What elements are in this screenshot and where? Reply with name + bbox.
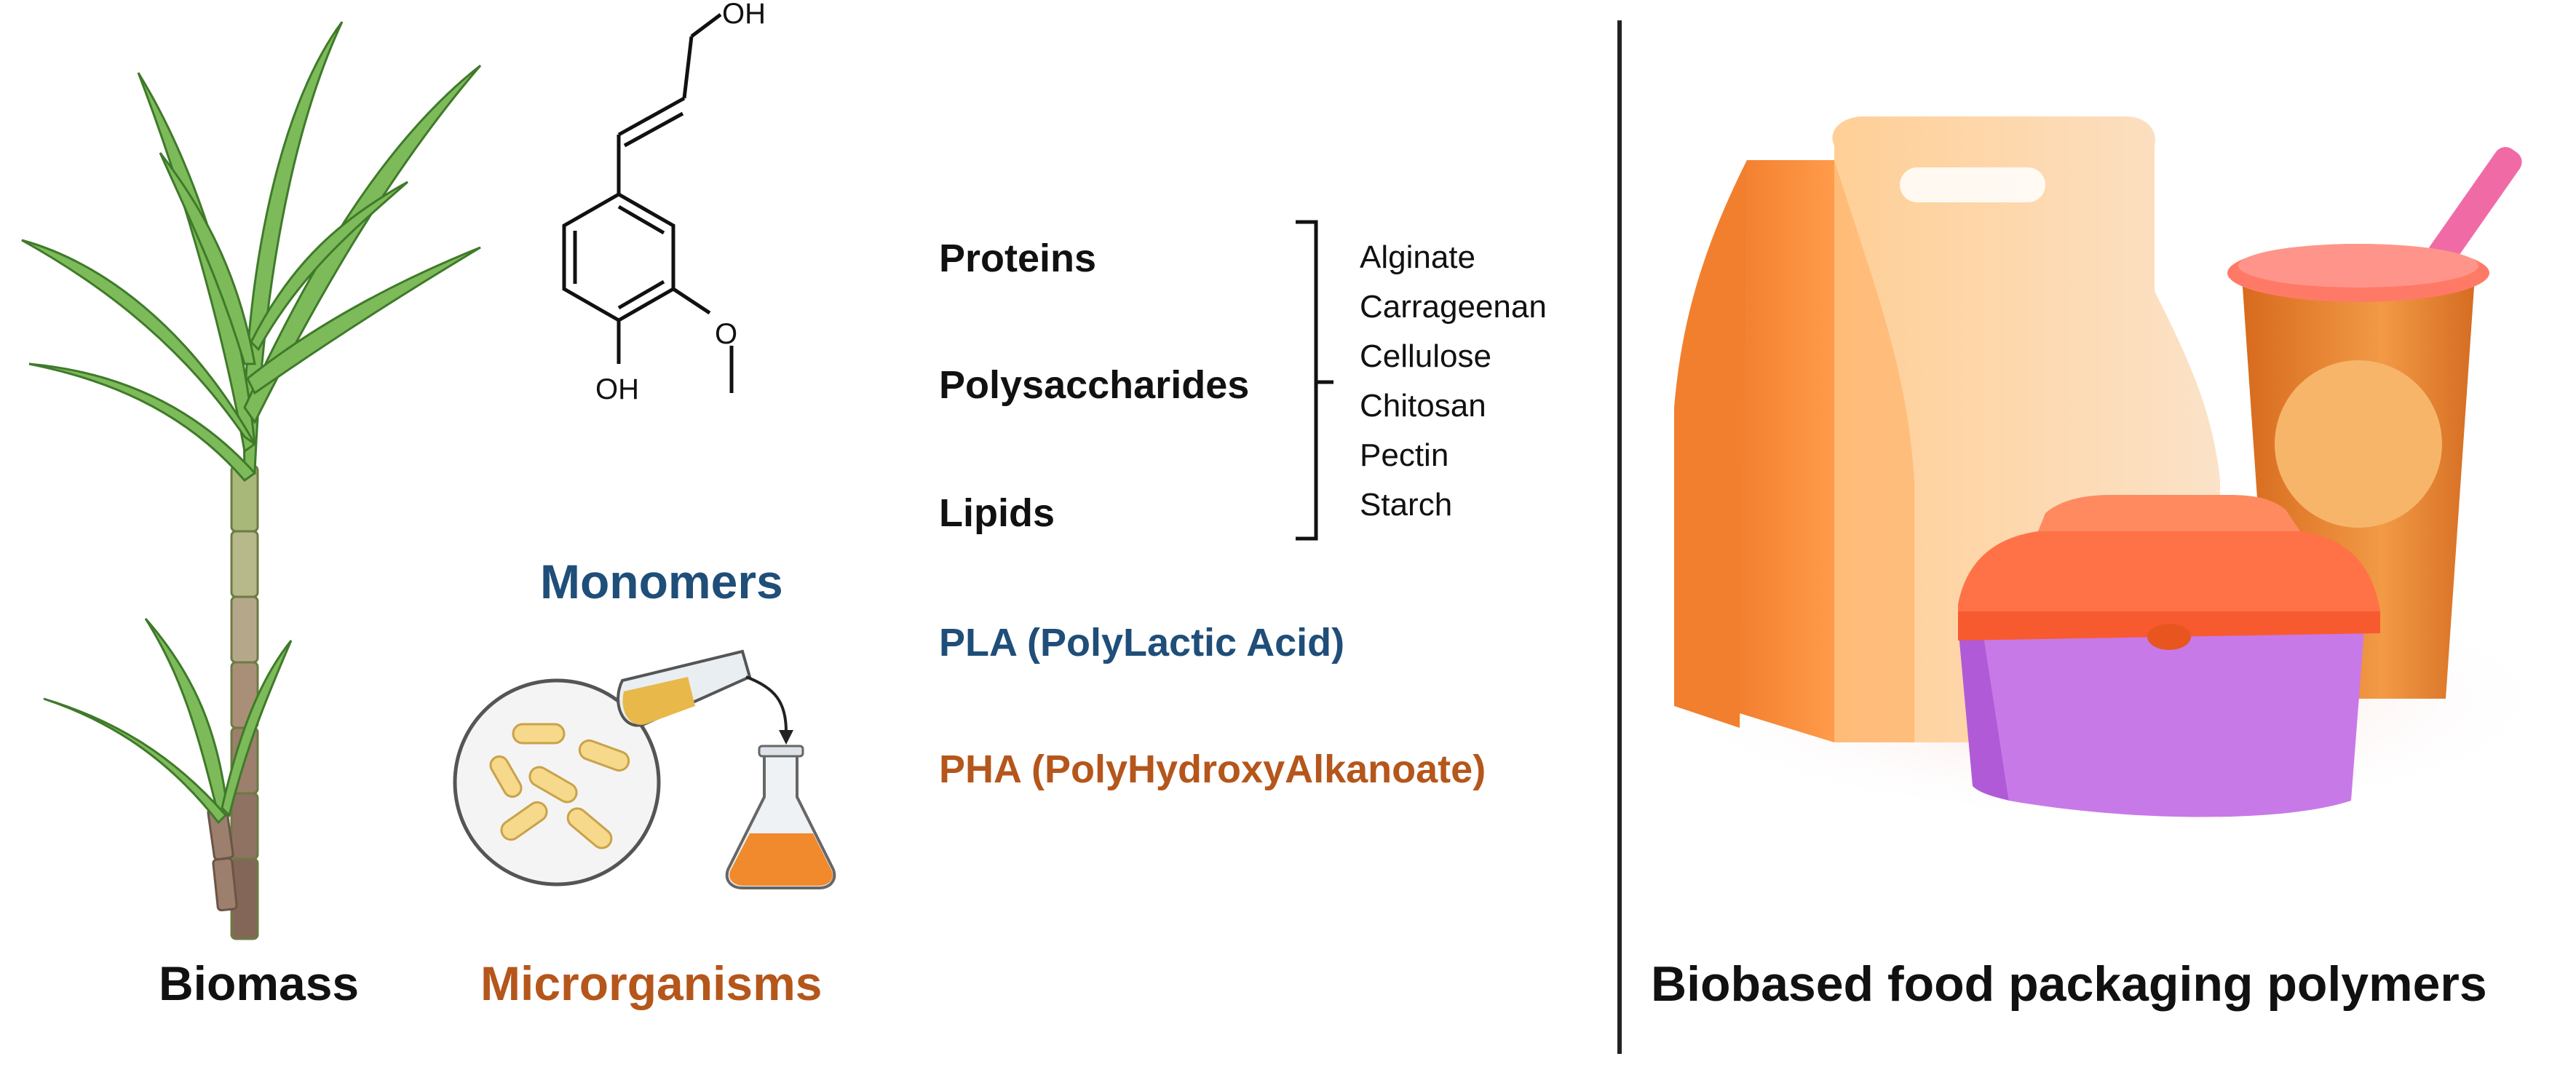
sugarcane-plant-illustration xyxy=(21,21,482,940)
molecule-methoxy-o: O xyxy=(715,318,737,350)
polysaccharide-list: Alginate Carrageenan Cellulose Chitosan … xyxy=(1360,233,1547,530)
microorganisms-label: Microrganisms xyxy=(480,956,823,1010)
takeout-box-icon xyxy=(1958,495,2380,817)
sugarcane-side-shoot xyxy=(207,806,238,912)
food-packaging-illustration xyxy=(1660,116,2562,822)
molecule-oh-top: OH xyxy=(722,0,766,30)
pha-label: PHA (PolyHydroxyAlkanoate) xyxy=(939,747,1486,791)
flask-icon xyxy=(725,745,836,889)
pla-label: PLA (PolyLactic Acid) xyxy=(939,621,1345,665)
proteins-label: Proteins xyxy=(939,237,1097,280)
list-item: Cellulose xyxy=(1360,338,1491,374)
bracket-icon xyxy=(1296,220,1333,541)
monomer-molecule-structure: OH OH O xyxy=(562,0,766,405)
list-item: Pectin xyxy=(1360,437,1449,473)
bacteria-icon xyxy=(489,723,630,849)
packaging-title: Biobased food packaging polymers xyxy=(1651,956,2487,1012)
lipids-label: Lipids xyxy=(939,491,1055,535)
sugarcane-leaves xyxy=(21,21,482,825)
biomass-label: Biomass xyxy=(159,956,360,1010)
test-tube-icon xyxy=(617,649,752,727)
microorganisms-illustration xyxy=(453,649,836,889)
list-item: Chitosan xyxy=(1360,388,1486,424)
molecule-oh-bottom: OH xyxy=(595,373,639,405)
list-item: Starch xyxy=(1360,487,1453,523)
polysaccharides-label: Polysaccharides xyxy=(939,363,1250,407)
list-item: Alginate xyxy=(1360,239,1476,275)
monomers-label: Monomers xyxy=(540,555,783,608)
paper-bag-icon xyxy=(1720,160,1834,742)
panel-divider xyxy=(1617,20,1622,1054)
arrow-icon xyxy=(745,675,788,732)
list-item: Carrageenan xyxy=(1360,289,1547,325)
